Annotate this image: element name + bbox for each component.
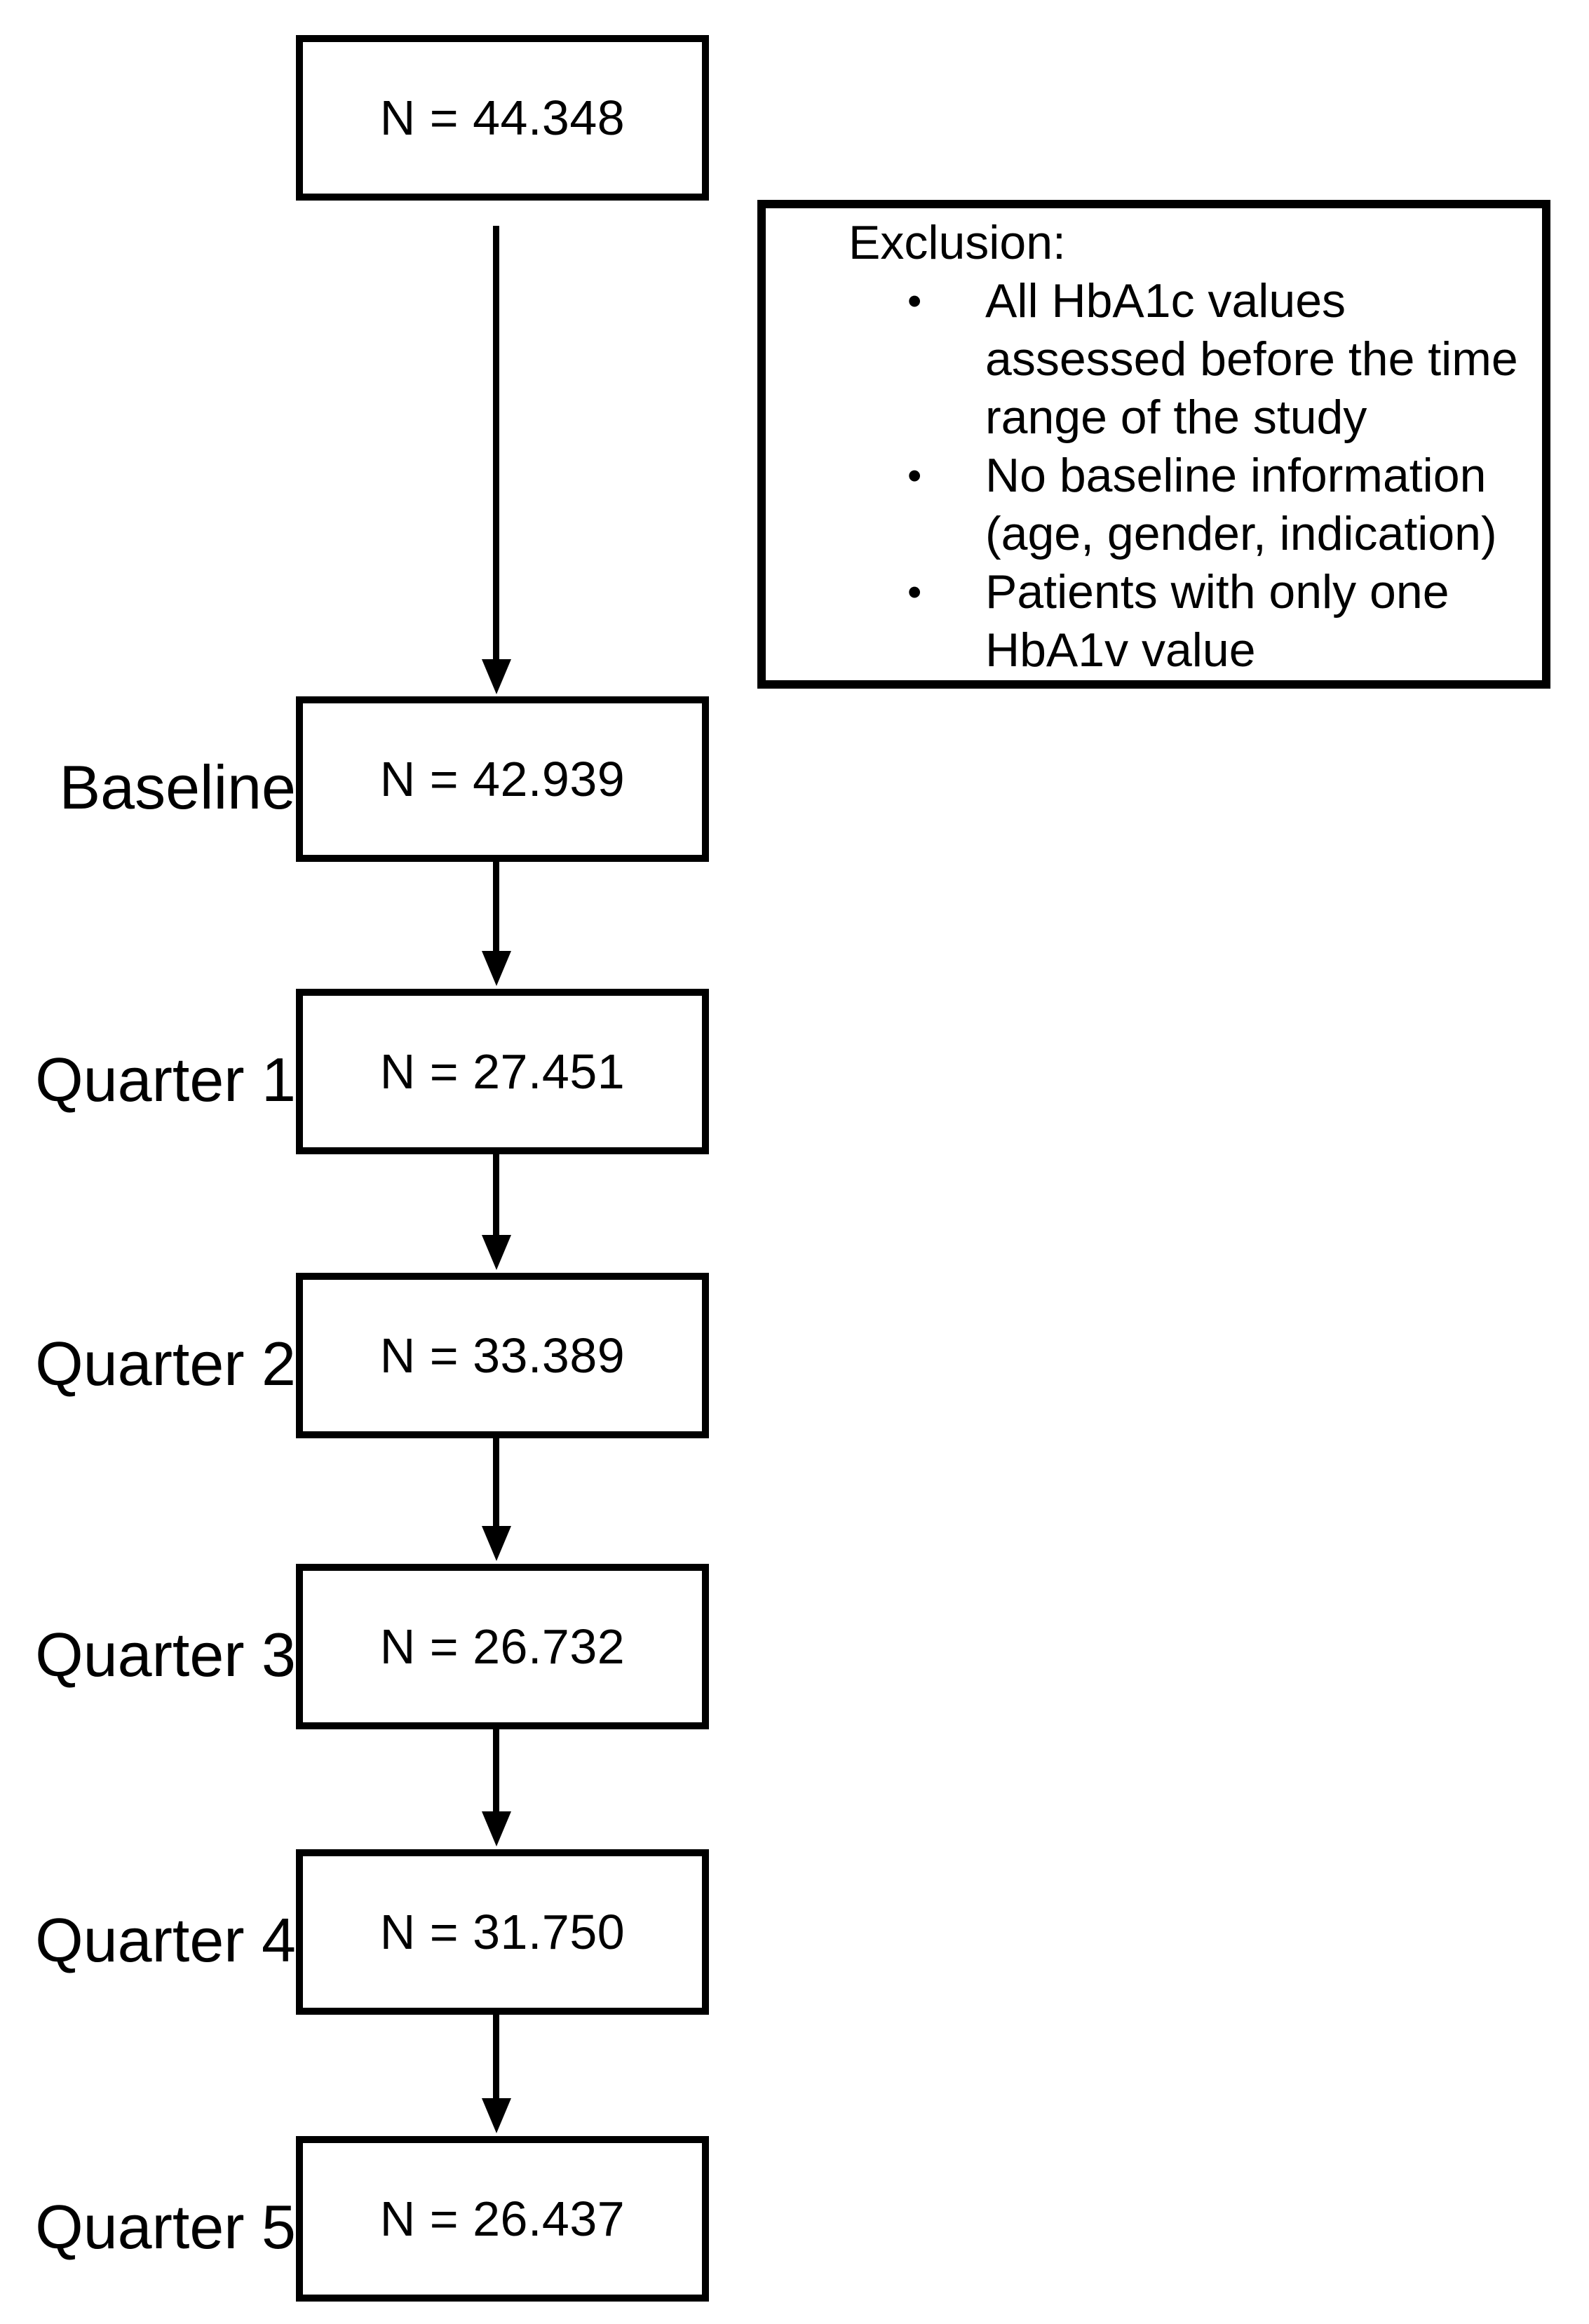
exclusion-item: • All HbA1c values assessed before the t… bbox=[848, 272, 1524, 447]
stage-label-baseline: Baseline bbox=[59, 752, 296, 822]
exclusion-item: • Patients with only one HbA1v value bbox=[848, 563, 1524, 680]
count-value: N = 27.451 bbox=[379, 1044, 626, 1099]
exclusion-item-text: No baseline information (age, gender, in… bbox=[985, 449, 1497, 560]
arrow-head-icon bbox=[482, 2098, 511, 2133]
flow-arrow-line bbox=[493, 1154, 499, 1235]
flow-arrow-line bbox=[493, 2015, 499, 2098]
flow-arrow-line bbox=[493, 862, 499, 951]
arrow-head-icon bbox=[482, 1526, 511, 1561]
exclusion-item-text: All HbA1c values assessed before the tim… bbox=[985, 274, 1518, 444]
stage-label-quarter-2: Quarter 2 bbox=[35, 1329, 296, 1398]
exclusion-box: Exclusion: • All HbA1c values assessed b… bbox=[757, 200, 1550, 689]
count-box-baseline: N = 42.939 bbox=[296, 696, 709, 862]
count-box-quarter-5: N = 26.437 bbox=[296, 2136, 709, 2302]
flow-arrow-line bbox=[493, 226, 499, 659]
bullet-icon: • bbox=[907, 569, 922, 615]
exclusion-list: • All HbA1c values assessed before the t… bbox=[848, 272, 1524, 680]
arrow-head-icon bbox=[482, 1235, 511, 1270]
exclusion-item: • No baseline information (age, gender, … bbox=[848, 447, 1524, 563]
arrow-head-icon bbox=[482, 1811, 511, 1846]
count-value: N = 42.939 bbox=[379, 752, 626, 806]
arrow-head-icon bbox=[482, 659, 511, 694]
stage-label-quarter-1: Quarter 1 bbox=[35, 1045, 296, 1114]
count-box-quarter-2: N = 33.389 bbox=[296, 1273, 709, 1438]
flow-arrow-line bbox=[493, 1729, 499, 1811]
stage-label-quarter-5: Quarter 5 bbox=[35, 2192, 296, 2262]
count-value: N = 31.750 bbox=[379, 1905, 626, 1959]
count-value: N = 26.732 bbox=[379, 1619, 626, 1674]
stage-label-quarter-3: Quarter 3 bbox=[35, 1620, 296, 1689]
flow-arrow-line bbox=[493, 1438, 499, 1526]
exclusion-item-text: Patients with only one HbA1v value bbox=[985, 565, 1449, 677]
bullet-icon: • bbox=[907, 278, 922, 324]
count-box-quarter-3: N = 26.732 bbox=[296, 1564, 709, 1729]
count-value: N = 44.348 bbox=[379, 90, 626, 145]
count-value: N = 26.437 bbox=[379, 2191, 626, 2246]
arrow-head-icon bbox=[482, 951, 511, 986]
stage-label-quarter-4: Quarter 4 bbox=[35, 1905, 296, 1975]
count-box-quarter-4: N = 31.750 bbox=[296, 1849, 709, 2015]
count-box-quarter-1: N = 27.451 bbox=[296, 989, 709, 1154]
exclusion-title: Exclusion: bbox=[848, 216, 1066, 269]
count-value: N = 33.389 bbox=[379, 1328, 626, 1383]
bullet-icon: • bbox=[907, 453, 922, 499]
count-box-total: N = 44.348 bbox=[296, 35, 709, 201]
